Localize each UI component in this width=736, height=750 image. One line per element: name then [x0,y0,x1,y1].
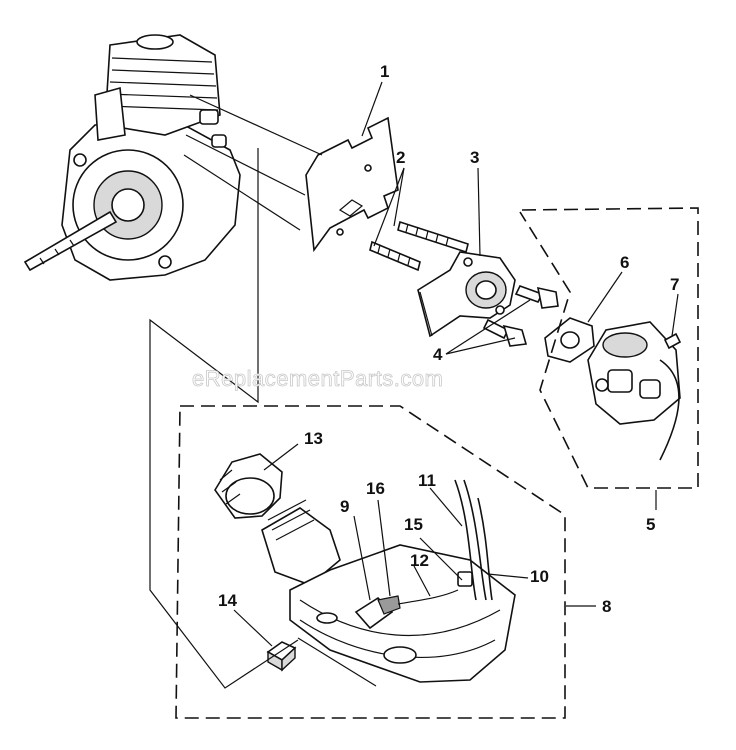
callout-9: 9 [340,497,349,516]
callout-2: 2 [396,148,405,167]
carburetor-part-5 [587,321,682,461]
callout-labels: 1 2 3 4 5 6 7 8 9 10 11 12 13 14 15 16 [218,62,679,616]
leader-lines [149,81,679,689]
callout-15: 15 [404,515,423,534]
grommet-part-14 [266,641,297,672]
callout-14: 14 [218,591,237,610]
callout-16: 16 [366,479,385,498]
callout-10: 10 [530,567,549,586]
gasket-part-6 [544,317,595,363]
engine-block [23,34,241,281]
bolts-part-4 [482,285,559,347]
callout-5: 5 [646,515,655,534]
callout-6: 6 [620,253,629,272]
group-box-8 [175,405,566,719]
callout-12: 12 [410,551,429,570]
studs-part-2 [369,220,469,272]
watermark-text: eReplacementParts.com [192,366,443,391]
group-box-5 [519,207,699,489]
callout-4: 4 [433,345,443,364]
gasket-part-1 [305,116,399,253]
callout-7: 7 [670,275,679,294]
callout-11: 11 [418,471,436,490]
callout-3: 3 [470,148,479,167]
callout-8: 8 [602,597,611,616]
callout-1: 1 [380,62,389,81]
adapter-part-3 [417,251,516,338]
callout-13: 13 [304,429,323,448]
fuel-cap-part-13 [214,453,283,519]
fuel-tank-part-8 [261,479,516,683]
